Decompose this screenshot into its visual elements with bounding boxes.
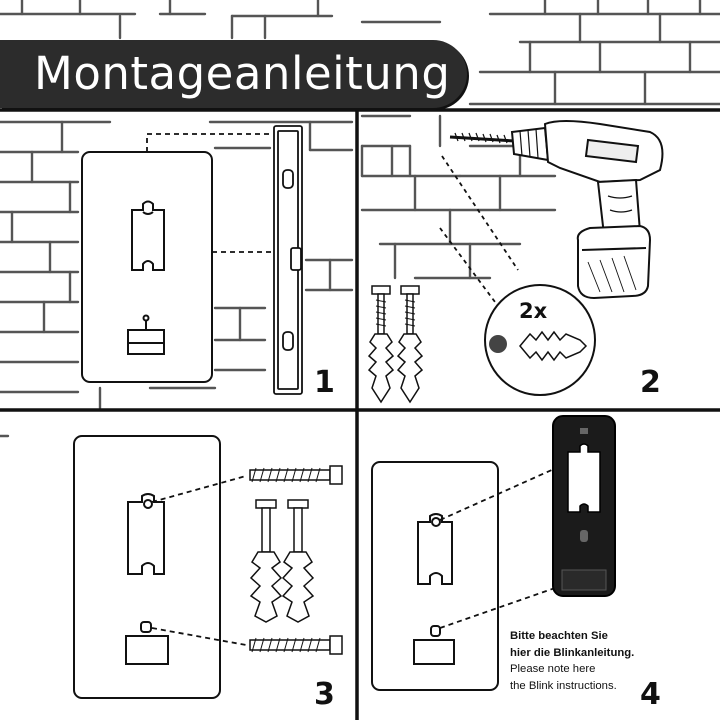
mounting-template-icon [81, 151, 213, 383]
note-english-line-2: the Blink instructions. [510, 679, 617, 692]
note-english-line-1: Please note here [510, 663, 596, 675]
screw-icon [371, 285, 420, 335]
panel-dividers [0, 108, 720, 720]
quantity-label: 2x [519, 299, 548, 323]
brick-wall-icon [0, 0, 720, 438]
power-drill-icon [449, 120, 664, 300]
instruction-note: Bitte beachten Sie hier die Blinkanleitu… [510, 628, 660, 694]
mounting-template-icon [371, 461, 499, 691]
step-1-number: 1 [314, 365, 335, 400]
wall-plug-icon [249, 551, 315, 623]
step-3-number: 3 [314, 677, 335, 712]
guide-dashes [151, 475, 247, 646]
note-german-line-2: hier die Blinkanleitung. [510, 646, 635, 659]
title-banner [0, 40, 467, 108]
step-4-number: 4 [640, 677, 661, 712]
note-german-line-1: Bitte beachten Sie [510, 630, 608, 642]
mounting-template-icon [73, 435, 221, 699]
drill-dashes [439, 155, 519, 307]
doorbell-mounting-bracket-icon [552, 415, 616, 597]
screw-icon [249, 465, 343, 655]
wall-plug-icon [367, 333, 424, 404]
page-title: Montageanleitung [34, 47, 451, 100]
wall-plug-detail-circle [484, 284, 596, 396]
step-2-number: 2 [640, 365, 661, 400]
spirit-level-icon [273, 125, 303, 395]
guide-dashes [146, 133, 272, 253]
